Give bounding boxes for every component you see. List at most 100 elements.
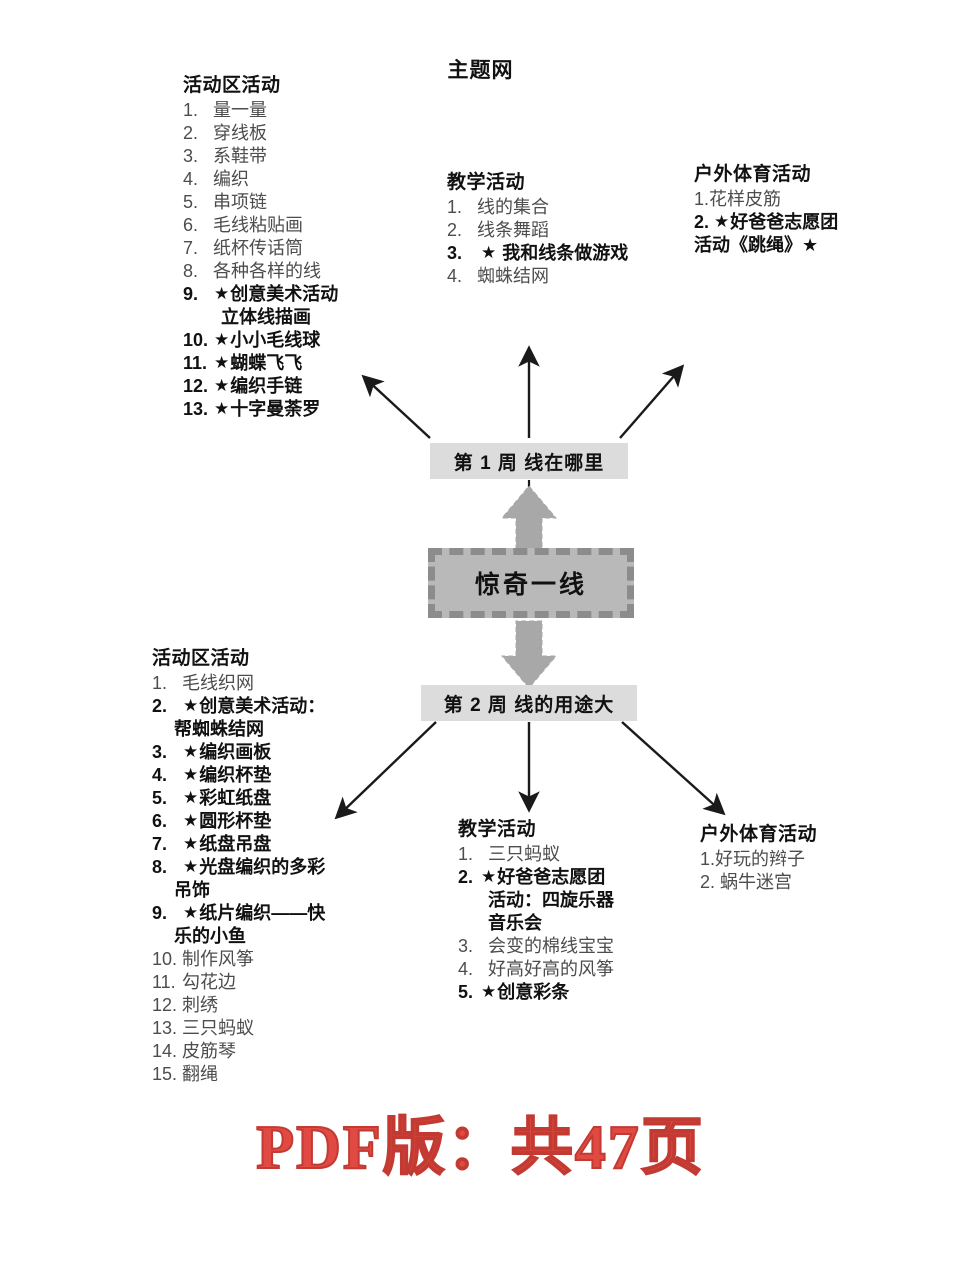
- star-icon: ★: [183, 742, 199, 761]
- item-text: 创意美术活动：: [199, 696, 326, 716]
- block-items: 1. 毛线织网 2. ★ 创意美术活动： 帮蜘蛛结网 3. ★ 编织画板 4. …: [152, 674, 325, 1083]
- item-number: 13.: [152, 1018, 178, 1038]
- list-item: 1. 花样皮筋: [694, 190, 838, 208]
- item-number: 1.: [700, 849, 716, 869]
- list-item: 11. 勾花边: [152, 973, 325, 991]
- star-icon: ★: [214, 330, 230, 349]
- item-number: 4.: [458, 959, 474, 979]
- item-number: 2.: [694, 212, 710, 232]
- item-number: 11.: [183, 353, 208, 373]
- item-number: 4.: [152, 765, 168, 785]
- item-number: 8.: [152, 857, 168, 877]
- star-icon: ★: [714, 212, 730, 231]
- item-text: 线的集合: [477, 197, 549, 217]
- list-item: 1. 三只蚂蚁: [458, 845, 614, 863]
- item-text: 毛线织网: [182, 673, 254, 693]
- item-continuation: 帮蜘蛛结网: [174, 719, 264, 739]
- star-icon: ★: [183, 788, 199, 807]
- list-item-starred: 9. ★ 创意美术活动: [183, 285, 338, 303]
- block-items: 1. 线的集合 2. 线条舞蹈 3. ★ 我和线条做游戏 4. 蜘蛛结网: [447, 198, 628, 285]
- item-text: 线条舞蹈: [477, 220, 549, 240]
- arrow-week1-to-top-right: [619, 364, 685, 439]
- item-number: 3.: [458, 936, 474, 956]
- item-number: 4.: [183, 169, 199, 189]
- block-items: 1. 好玩的辫子 2. 蜗牛迷宫: [700, 850, 817, 891]
- star-icon: ★: [214, 353, 230, 372]
- item-text: 三只蚂蚁: [488, 844, 560, 864]
- item-number: 11.: [152, 972, 176, 992]
- item-text: 穿线板: [213, 123, 267, 143]
- item-continuation: 立体线描画: [221, 307, 311, 327]
- block-bottom-center-teaching: 教学活动 1. 三只蚂蚁 2. ★ 好爸爸志愿团 活动：四旋乐器 音乐会 3. …: [458, 820, 614, 1006]
- block-arrow-up: [500, 485, 558, 554]
- theme-label: 惊奇一线: [474, 571, 587, 599]
- item-number: 1.: [152, 673, 168, 693]
- block-heading: 户外体育活动: [694, 164, 812, 185]
- list-item: 2. 蜗牛迷宫: [700, 873, 817, 891]
- item-text: 三只蚂蚁: [182, 1018, 254, 1038]
- item-number: 9.: [152, 903, 168, 923]
- star-icon: ★: [183, 834, 199, 853]
- list-item: 2. 线条舞蹈: [447, 221, 628, 239]
- list-item-starred: 9. ★ 纸片编织——快: [152, 904, 325, 922]
- block-arrow-down: [500, 620, 558, 689]
- item-text: 纸片编织——快: [199, 903, 326, 923]
- item-number: 4.: [447, 266, 463, 286]
- item-number: 13.: [183, 399, 209, 419]
- item-text: 好爸爸志愿团: [730, 212, 839, 232]
- item-text: 圆形杯垫: [199, 811, 272, 831]
- list-item: 14. 皮筋琴: [152, 1042, 325, 1060]
- star-icon: ★: [214, 399, 230, 418]
- list-item: 15. 翻绳: [152, 1065, 325, 1083]
- star-icon: ★: [183, 903, 199, 922]
- item-text: 皮筋琴: [182, 1041, 236, 1061]
- item-text: 蜗牛迷宫: [720, 872, 793, 892]
- item-number: 1.: [458, 844, 474, 864]
- arrow-week2-to-bottom-right: [621, 721, 726, 816]
- list-item-starred: 6. ★ 圆形杯垫: [152, 812, 325, 830]
- item-text: 翻绳: [182, 1064, 218, 1084]
- list-item: 4. 编织: [183, 170, 338, 188]
- item-text: 制作风筝: [182, 949, 254, 969]
- list-item-starred: 2. ★ 好爸爸志愿团: [694, 213, 838, 231]
- item-number: 5.: [152, 788, 168, 808]
- block-items: 1. 三只蚂蚁 2. ★ 好爸爸志愿团 活动：四旋乐器 音乐会 3. 会变的棉线…: [458, 845, 614, 1001]
- week2-box[interactable]: 第 2 周 线的用途大: [421, 685, 637, 721]
- item-number: 6.: [183, 215, 199, 235]
- item-continuation-2: 音乐会: [488, 913, 542, 933]
- item-continuation: 乐的小鱼: [174, 926, 246, 946]
- star-icon: ★: [214, 376, 230, 395]
- week1-box[interactable]: 第 1 周 线在哪里: [430, 443, 628, 479]
- star-icon: ★: [183, 857, 199, 876]
- list-item-starred: 2. ★ 好爸爸志愿团: [458, 868, 614, 886]
- list-item: 13. 三只蚂蚁: [152, 1019, 325, 1037]
- item-text: 十字曼荼罗: [230, 399, 321, 419]
- theme-center-box[interactable]: 惊奇一线: [428, 548, 634, 618]
- block-bottom-left-activity-zone: 活动区活动 1. 毛线织网 2. ★ 创意美术活动： 帮蜘蛛结网 3. ★ 编织…: [152, 649, 325, 1088]
- item-text: 量一量: [213, 100, 267, 120]
- item-text: 编织杯垫: [199, 765, 272, 785]
- item-number: 7.: [183, 238, 199, 258]
- list-item: 5. 串项链: [183, 193, 338, 211]
- item-text: 刺绣: [182, 995, 218, 1015]
- list-item-starred: 2. ★ 创意美术活动：: [152, 697, 325, 715]
- list-item: 10. 制作风筝: [152, 950, 325, 968]
- item-text: 会变的棉线宝宝: [488, 936, 614, 956]
- item-number: 2.: [700, 872, 716, 892]
- list-item: 1. 毛线织网: [152, 674, 325, 692]
- item-text: 创意彩条: [497, 982, 570, 1002]
- item-number: 5.: [458, 982, 474, 1002]
- item-number: 12.: [183, 376, 209, 396]
- star-icon: ★: [481, 243, 497, 262]
- item-number: 2.: [183, 123, 199, 143]
- item-text: 编织手链: [230, 376, 303, 396]
- week1-label: 第 1 周 线在哪里: [453, 452, 605, 474]
- item-number: 2.: [447, 220, 463, 240]
- list-item: 7. 纸杯传话筒: [183, 239, 338, 257]
- block-heading: 户外体育活动: [700, 824, 818, 845]
- list-item-starred: 5. ★ 彩虹纸盘: [152, 789, 325, 807]
- item-text: 编织: [213, 169, 249, 189]
- list-item: 3. 会变的棉线宝宝: [458, 937, 614, 955]
- item-number: 5.: [183, 192, 199, 212]
- item-text: 好爸爸志愿团: [497, 867, 606, 887]
